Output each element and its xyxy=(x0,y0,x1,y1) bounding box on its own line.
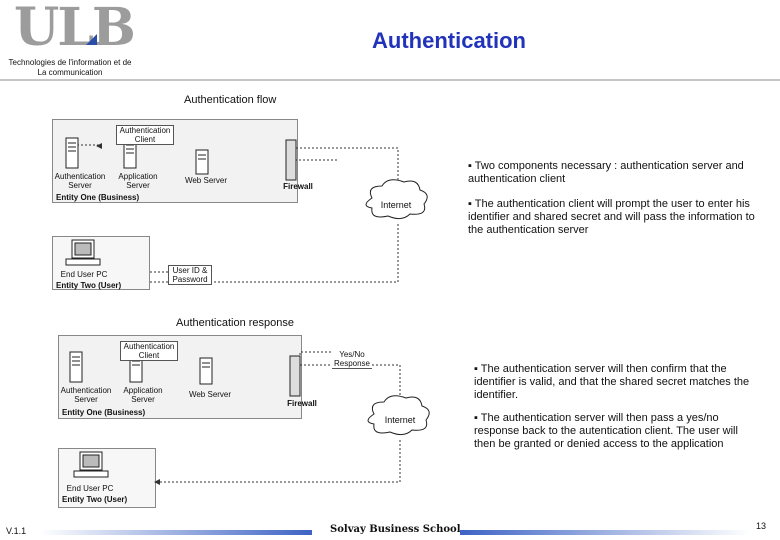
response-end-user-pc-label: End User PC xyxy=(66,484,114,493)
response-heading: Authentication response xyxy=(176,317,295,329)
institution-line-1: Technologies de l'information et de xyxy=(8,58,132,67)
response-entity-one-label: Entity One (Business) xyxy=(62,408,146,417)
flow-entity-one-panel xyxy=(52,119,298,203)
response-bullet-2: ▪ The authentication server will then pa… xyxy=(474,412,738,450)
school-name: Solvay Business School xyxy=(330,524,461,535)
response-auth-server-label: Authentication Server xyxy=(60,386,112,404)
version-label: V.1.1 xyxy=(6,526,27,536)
flow-auth-client-label: Authentication Client xyxy=(116,125,174,145)
flow-entity-one-label: Entity One (Business) xyxy=(56,193,140,202)
response-firewall-label: Firewall xyxy=(287,399,317,408)
logo-triangle-icon xyxy=(86,34,97,45)
flow-auth-server-label: Authentication Server xyxy=(54,172,106,190)
flow-heading: Authentication flow xyxy=(184,94,277,106)
flow-internet-label: Internet xyxy=(380,200,412,210)
response-bullet-1: ▪ The authentication server will then co… xyxy=(474,363,750,401)
institution-line-2: La communication xyxy=(37,68,103,77)
response-web-server-label: Web Server xyxy=(188,390,232,399)
flow-app-server-label: Application Server xyxy=(118,172,158,190)
footer-bar-left xyxy=(40,530,312,535)
flow-firewall-label: Firewall xyxy=(283,182,313,191)
response-entity-two-label: Entity Two (User) xyxy=(62,495,128,504)
institution-name: Technologies de l'information et de La c… xyxy=(6,58,134,78)
flow-bullet-1: ▪ Two components necessary : authenticat… xyxy=(468,160,744,185)
response-yes-no-label: Yes/No Response xyxy=(332,350,372,369)
header-divider xyxy=(0,79,780,81)
response-app-server-label: Application Server xyxy=(123,386,163,404)
footer-bar-right xyxy=(460,530,750,535)
flow-entity-two-label: Entity Two (User) xyxy=(56,281,122,290)
page-number: 13 xyxy=(756,521,767,531)
ulb-logo: ULB xyxy=(14,0,136,58)
flow-bullet-2: ▪ The authentication client will prompt … xyxy=(468,198,755,236)
response-entity-one-panel xyxy=(58,335,302,419)
response-entity-two-panel xyxy=(58,448,156,508)
slide-title: Authentication xyxy=(372,28,526,53)
flow-web-server-label: Web Server xyxy=(184,176,228,185)
response-auth-client-label: Authentication Client xyxy=(120,341,178,361)
response-internet-label: Internet xyxy=(384,415,416,425)
flow-user-id-label: User ID & Password xyxy=(168,265,212,285)
flow-end-user-pc-label: End User PC xyxy=(60,270,108,279)
